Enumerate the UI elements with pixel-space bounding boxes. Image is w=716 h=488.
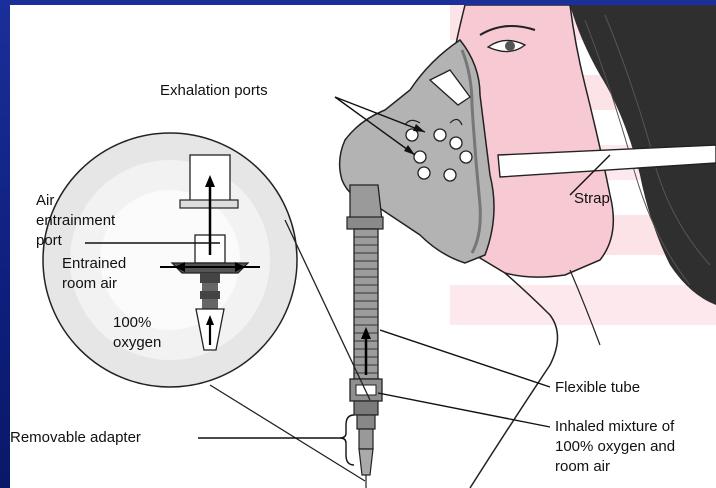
label-inhaled-1: Inhaled mixture of bbox=[555, 418, 675, 435]
tube-connector bbox=[350, 185, 382, 220]
venturi-adapter bbox=[350, 379, 382, 488]
venturi-mask-diagram: Exhalation ports Strap Air entrainment p… bbox=[10, 5, 716, 488]
label-entrained-1: Entrained bbox=[62, 255, 126, 272]
label-inhaled-2: 100% oxygen and bbox=[555, 438, 675, 455]
label-entrained-2: room air bbox=[62, 275, 117, 292]
zoom-line-bottom bbox=[210, 385, 365, 481]
label-removable-adapter: Removable adapter bbox=[10, 429, 141, 446]
label-exhalation-ports: Exhalation ports bbox=[160, 82, 268, 99]
label-strap: Strap bbox=[574, 190, 610, 207]
label-air-entrainment-1: Air bbox=[36, 192, 54, 209]
flexible-tube bbox=[354, 229, 378, 379]
label-air-entrainment-3: port bbox=[36, 232, 63, 249]
diagram-panel: Exhalation ports Strap Air entrainment p… bbox=[10, 5, 716, 488]
label-oxygen-2: oxygen bbox=[113, 334, 161, 351]
label-oxygen-1: 100% bbox=[113, 314, 151, 331]
label-inhaled-3: room air bbox=[555, 458, 610, 475]
label-air-entrainment-2: entrainment bbox=[36, 212, 116, 229]
label-flexible-tube: Flexible tube bbox=[555, 379, 640, 396]
